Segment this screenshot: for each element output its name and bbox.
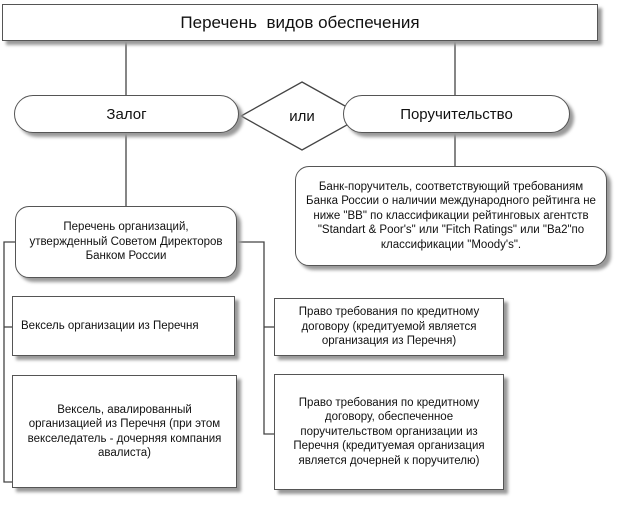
diagram-title: Перечень видов обеспечения <box>2 4 598 41</box>
line-right-branch <box>237 241 274 435</box>
diagram-title-text: Перечень видов обеспечения <box>180 12 420 32</box>
veksel1-node: Вексель организации из Перечня <box>12 296 235 356</box>
ili-diamond <box>239 81 365 151</box>
bank-poruchitel-node: Банк-поручитель, соответствующий требова… <box>295 166 607 266</box>
perechen-org-text: Перечень организаций, утвержденный Совет… <box>29 221 223 263</box>
veksel1-text: Вексель организации из Перечня <box>21 319 199 332</box>
bank-poruchitel-text: Банк-поручитель, соответствующий требова… <box>306 181 596 251</box>
pravo2-node: Право требования по кредитному договору,… <box>274 374 504 490</box>
ili-label: или <box>289 108 315 125</box>
perechen-org-node: Перечень организаций, утвержденный Совет… <box>15 206 237 278</box>
veksel2-node: Вексель, авалированный организацией из П… <box>12 375 237 488</box>
zalog-text: Залог <box>106 105 147 123</box>
pravo1-text: Право требования по кредитному договору … <box>298 306 480 348</box>
pravo1-node: Право требования по кредитному договору … <box>274 298 504 356</box>
poruchitelstvo-text: Поручительство <box>400 105 513 123</box>
line-left-branch <box>3 241 15 483</box>
poruchitelstvo-node: Поручительство <box>343 95 570 133</box>
veksel2-text: Вексель, авалированный организацией из П… <box>27 403 222 459</box>
zalog-node: Залог <box>14 95 239 133</box>
pravo2-text: Право требования по кредитному договору,… <box>293 397 485 467</box>
